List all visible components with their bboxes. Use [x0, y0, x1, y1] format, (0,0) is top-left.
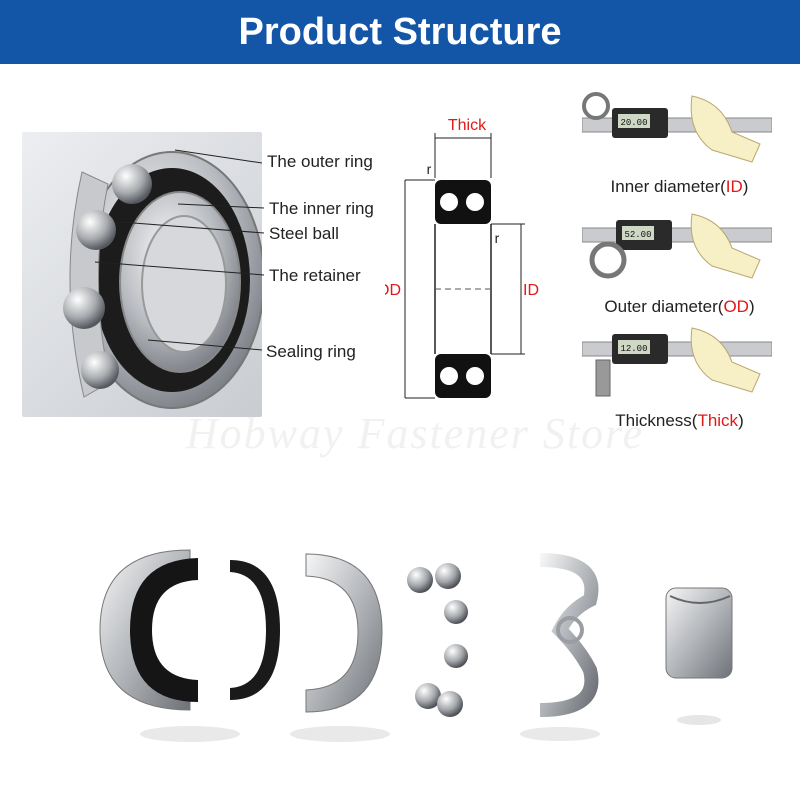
- callout-retainer: The retainer: [269, 266, 361, 285]
- caliper-reading-thick: 12.00: [620, 344, 647, 354]
- caption-outer-diameter: Outer diameter(OD): [582, 297, 777, 317]
- page-title: Product Structure: [238, 10, 562, 53]
- caption-thickness: Thickness(Thick): [582, 411, 777, 431]
- measurement-outer-diameter: 52.00 Outer diameter(OD): [581, 212, 777, 317]
- bearing-cutaway-illustration: [63, 151, 262, 409]
- caption-text: Inner diameter(: [610, 177, 726, 196]
- r-label-top: r: [427, 161, 432, 177]
- caliper-outer-diameter-image: 52.00: [581, 213, 773, 279]
- exploded-components-illustration: [99, 549, 733, 742]
- caption-code: Thick: [697, 411, 739, 430]
- caption-suffix: ): [742, 177, 749, 196]
- title-banner: Product Structure: [0, 0, 800, 64]
- caption-inner-diameter: Inner diameter(ID): [582, 177, 777, 197]
- callout-steel-ball: Steel ball: [269, 224, 339, 243]
- callout-inner-ring: The inner ring: [269, 199, 374, 218]
- bearing-cutaway-image: [22, 132, 262, 417]
- cross-section-diagram: Thick r OD r ID: [377, 108, 545, 408]
- callout-outer-ring: The outer ring: [267, 152, 373, 171]
- id-label: ID: [523, 282, 539, 299]
- caliper-reading-od: 52.00: [624, 230, 651, 240]
- caption-code: OD: [723, 297, 749, 316]
- exploded-components-image: [70, 520, 750, 770]
- caliper-thickness-image: 12.00: [581, 327, 773, 397]
- measurement-thickness: 12.00 Thickness(Thick): [581, 326, 777, 431]
- callout-sealing-ring: Sealing ring: [266, 342, 356, 361]
- caliper-inner-diameter-image: 20.00: [581, 92, 773, 163]
- od-label: OD: [385, 282, 401, 299]
- watermark: Hobway Fastener Store: [185, 409, 645, 458]
- caliper-reading-id: 20.00: [620, 118, 647, 128]
- caption-suffix: ): [748, 297, 755, 316]
- caption-text: Thickness(: [615, 411, 698, 430]
- cross-section-drawing: Thick r OD r ID: [377, 117, 539, 399]
- caption-code: ID: [725, 177, 743, 196]
- caption-suffix: ): [738, 411, 744, 430]
- r-label-mid: r: [495, 230, 500, 246]
- thick-label: Thick: [448, 117, 487, 134]
- measurement-inner-diameter: 20.00 Inner diameter(ID): [581, 92, 777, 197]
- caption-text: Outer diameter(: [604, 297, 724, 316]
